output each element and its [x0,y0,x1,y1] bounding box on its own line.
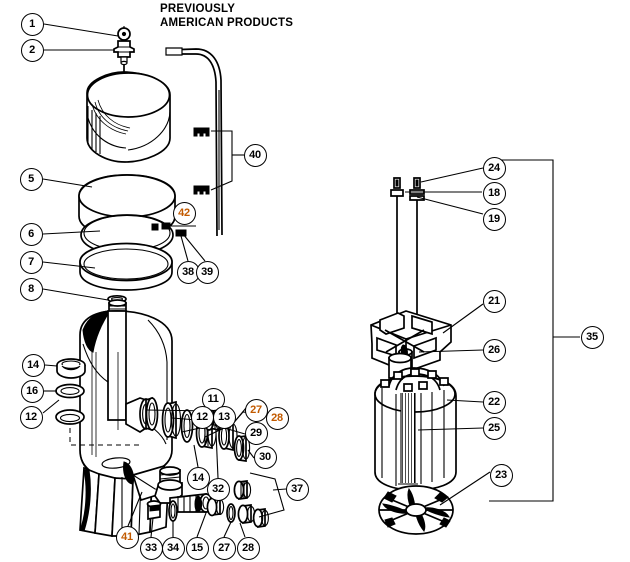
tie-rod-right [409,177,425,325]
bracket-parts-37 [233,480,269,528]
callout-11-c11[interactable]: 11 [201,387,225,411]
gasket-16 [55,383,85,399]
callout-32-c32[interactable]: 32 [206,477,230,501]
callout-16-c16[interactable]: 16 [20,379,44,403]
callout-1-c1[interactable]: 1 [20,12,44,36]
tie-rods [390,177,425,325]
callout-28-c28b[interactable]: 28 [236,536,260,560]
page-title-line1: PREVIOUSLY [160,3,236,15]
callout-25-c25[interactable]: 25 [482,416,506,440]
bottom-spider-support [378,485,454,535]
callout-14-c14a[interactable]: 14 [21,353,45,377]
page-title-line2: AMERICAN PRODUCTS [160,16,294,29]
tube-clip-lower [193,185,210,195]
callout-8-c8[interactable]: 8 [19,277,43,301]
filter-lid-canister [86,71,171,163]
inlet-outlet-fittings [161,400,251,462]
callout-19-c19[interactable]: 19 [482,207,506,231]
grid-bolts [380,368,449,392]
callout-5-c5[interactable]: 5 [19,167,43,191]
callout-6-c6[interactable]: 6 [19,222,43,246]
callout-40-c40[interactable]: 40 [243,143,267,167]
callout-15-c15[interactable]: 15 [185,536,209,560]
leader-lines [42,23,491,538]
callout-13-c13[interactable]: 13 [212,405,236,429]
callout-18-c18[interactable]: 18 [482,181,506,205]
bracket-outline-37 [249,472,285,518]
callout-34-c34[interactable]: 34 [161,536,185,560]
drain-valve-assembly [131,464,285,528]
callout-29-c29[interactable]: 29 [244,421,268,445]
callout-27-c27b[interactable]: 27 [212,536,236,560]
fitting-27a [180,409,194,443]
callout-26-c26[interactable]: 26 [482,338,506,362]
callout-12-c12b[interactable]: 12 [190,405,214,429]
callout-2-c2[interactable]: 2 [20,38,44,62]
gasket-stack-left [55,358,140,446]
callout-23-c23[interactable]: 23 [489,463,513,487]
callout-30-c30[interactable]: 30 [253,445,277,469]
page-title: PREVIOUSLY AMERICAN PRODUCTS [160,3,293,30]
callout-37-c37[interactable]: 37 [285,477,309,501]
callout-24-c24[interactable]: 24 [482,156,506,180]
callout-39-c39[interactable]: 39 [195,260,219,284]
callout-28-c28a[interactable]: 28 [265,406,289,430]
callout-22-c22[interactable]: 22 [482,390,506,414]
callout-7-c7[interactable]: 7 [19,250,43,274]
callout-35-c35[interactable]: 35 [580,325,604,349]
filter-tank-body [79,299,173,538]
pressure-gauge [117,26,131,41]
gasket-14 [56,358,86,379]
fitting-30 [233,435,251,462]
callout-41-c41[interactable]: 41 [115,525,139,549]
callout-42-c42[interactable]: 42 [172,201,196,225]
tube-clip-upper [193,127,210,137]
filter-grid-element [374,352,457,491]
gasket-12 [55,409,85,425]
callout-27-c27a[interactable]: 27 [244,398,268,422]
body-outlet-port [125,396,159,433]
air-relief-valve [113,40,135,66]
callout-14-c14b[interactable]: 14 [186,466,210,490]
lower-o-ring [79,242,173,291]
air-bleed-tube [165,47,244,237]
callout-12-c12a[interactable]: 12 [19,405,43,429]
callout-21-c21[interactable]: 21 [482,289,506,313]
fitting-13 [161,400,182,440]
tie-rod-left [390,177,404,325]
bracket-35 [489,159,580,502]
callout-33-c33[interactable]: 33 [139,536,163,560]
